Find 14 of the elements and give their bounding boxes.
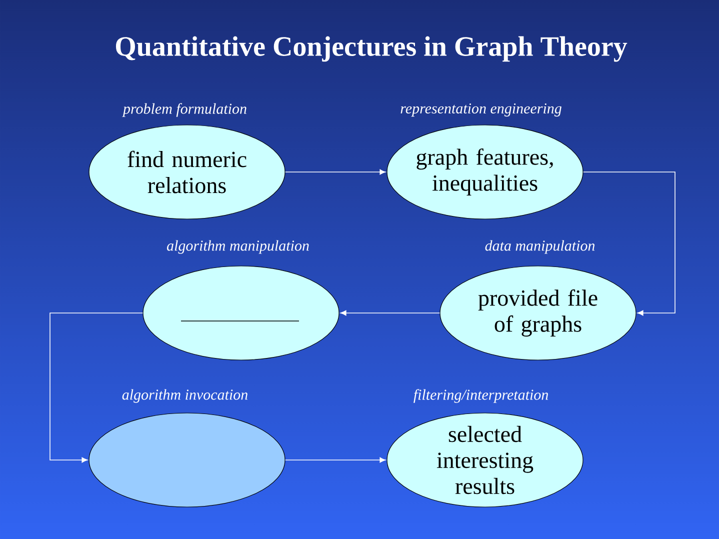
- arrow: [582, 172, 676, 316]
- title: Quantitative Conjectures in Graph Theory: [116, 36, 628, 62]
- stage-label: problem formulation: [122, 103, 246, 117]
- empty-ellipse: [88, 412, 286, 508]
- stage-label: representation engineering: [400, 103, 562, 117]
- stage-label: data manipulation: [485, 240, 595, 254]
- arrow: [284, 169, 386, 175]
- arrow: [340, 310, 440, 316]
- stage-label: algorithm invocation: [122, 389, 248, 403]
- empty-ellipse: [142, 266, 340, 360]
- arrow: [284, 457, 386, 463]
- stage-label: filtering/interpretation: [414, 389, 548, 403]
- arrow: [50, 312, 144, 463]
- stage-label: algorithm manipulation: [166, 240, 309, 254]
